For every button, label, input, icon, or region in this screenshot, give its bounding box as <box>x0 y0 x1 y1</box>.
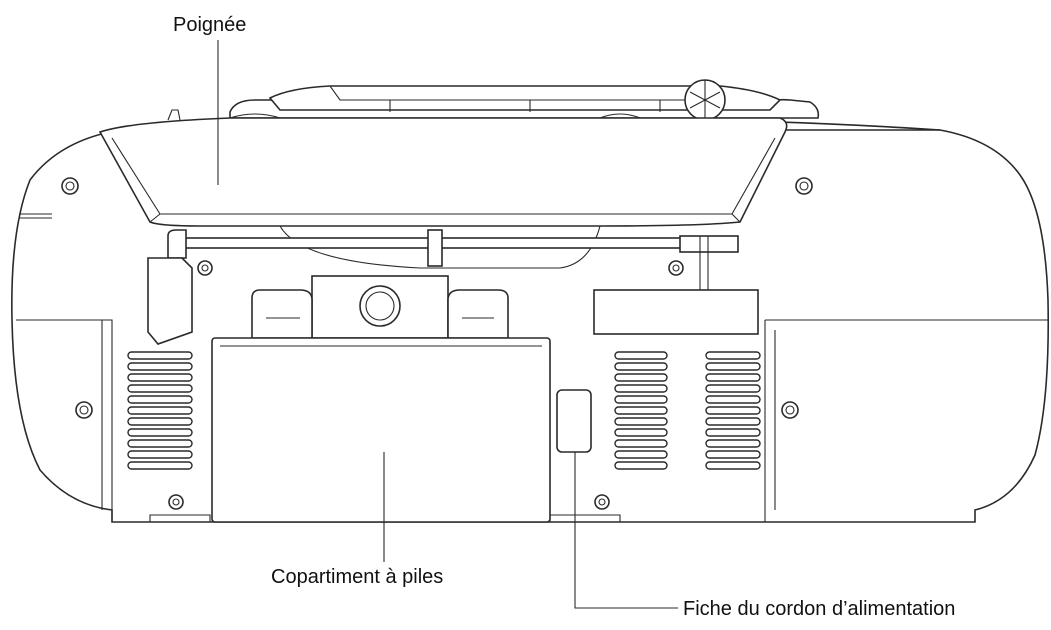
battery-compartment-label: Copartiment à piles <box>271 566 444 588</box>
vent-slot <box>127 461 193 470</box>
vent-slot <box>127 450 193 459</box>
vent-slot <box>705 362 761 371</box>
vent-slot <box>614 384 668 393</box>
screws <box>61 177 813 510</box>
vent-slot <box>705 373 761 382</box>
vent-slot <box>614 362 668 371</box>
callout-line-power <box>574 452 678 609</box>
vent-slot <box>127 428 193 437</box>
vent-slot <box>705 417 761 426</box>
vent-slot <box>705 450 761 459</box>
vent-slot <box>127 395 193 404</box>
vent-slot <box>614 406 668 415</box>
vent-slot <box>614 373 668 382</box>
vent-slot <box>614 417 668 426</box>
vent-slot <box>705 395 761 404</box>
vents <box>127 351 761 470</box>
vent-slot <box>614 351 668 360</box>
vent-slot <box>705 351 761 360</box>
power-plug-socket <box>556 389 592 453</box>
vent-slot <box>127 362 193 371</box>
label-plate <box>593 289 759 335</box>
vent-slot <box>614 428 668 437</box>
antenna <box>167 229 739 290</box>
vent-slot <box>614 450 668 459</box>
vent-slot <box>614 461 668 470</box>
center-mount <box>251 275 509 339</box>
vent-slot <box>127 417 193 426</box>
vent-slot <box>127 439 193 448</box>
handle <box>98 113 788 269</box>
vent-slot <box>127 384 193 393</box>
vent-slot <box>705 384 761 393</box>
vent-slot <box>705 439 761 448</box>
vent-slot <box>614 395 668 404</box>
vent-slot <box>127 373 193 382</box>
vent-slot <box>127 406 193 415</box>
vent-slot <box>127 351 193 360</box>
handle-label: Poignée <box>173 14 247 36</box>
power-plug-label: Fiche du cordon d’alimentation <box>683 598 956 620</box>
vent-slot <box>614 439 668 448</box>
vent-slot <box>705 461 761 470</box>
vent-slot <box>705 428 761 437</box>
battery-compartment <box>211 337 551 523</box>
vent-slot <box>705 406 761 415</box>
